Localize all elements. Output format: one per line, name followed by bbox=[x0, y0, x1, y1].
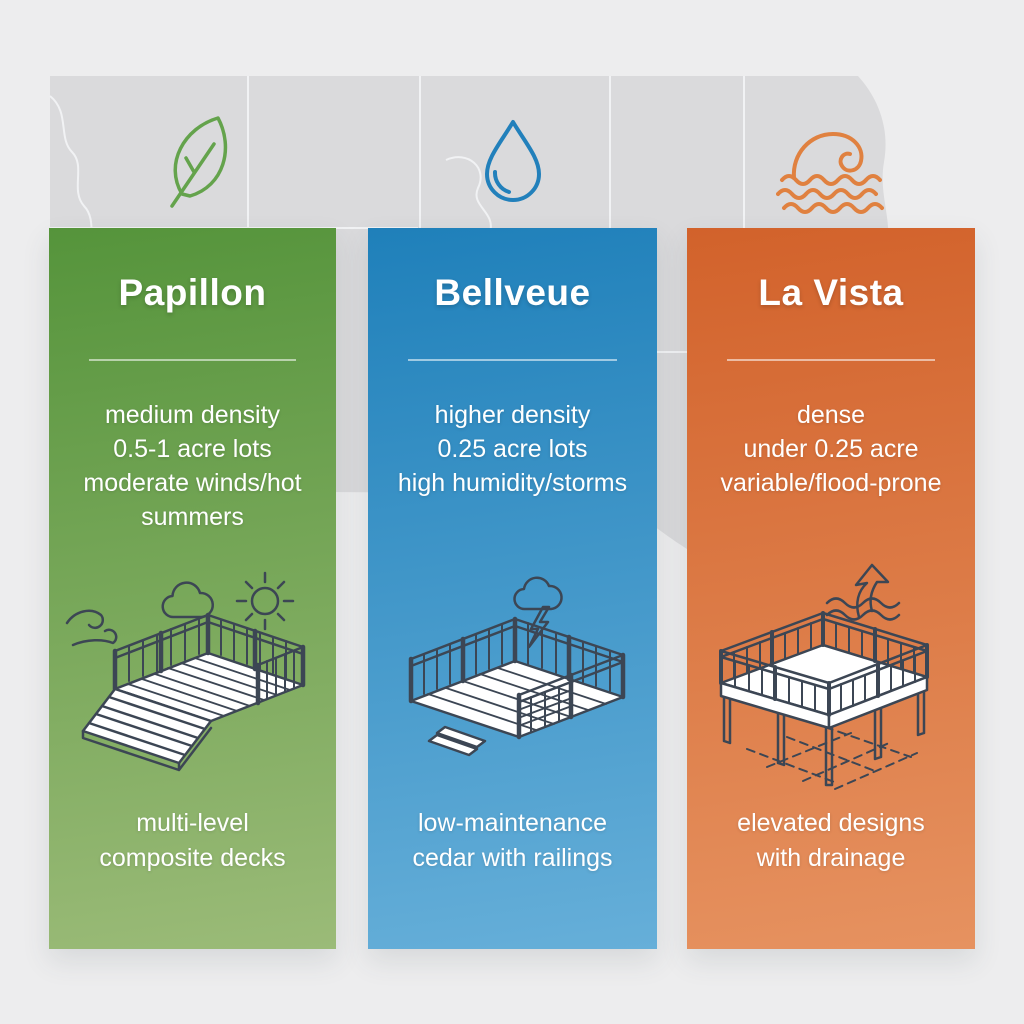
climate-line: higher density bbox=[434, 401, 591, 429]
climate-facts: medium density 0.5-1 acre lots moderate … bbox=[65, 398, 320, 534]
divider-line bbox=[727, 359, 935, 361]
climate-facts: dense under 0.25 acre variable/flood-pro… bbox=[703, 398, 959, 500]
support-posts bbox=[722, 686, 926, 787]
city-title: La Vista bbox=[758, 272, 904, 313]
city-title: Bellveue bbox=[434, 272, 591, 313]
climate-line: high humidity/storms bbox=[397, 469, 628, 497]
deck-recommendation: elevated designs with drainage bbox=[697, 806, 965, 876]
deck-recommendation-line: multi-level bbox=[136, 809, 249, 837]
deck-illustration-multilevel bbox=[65, 571, 305, 772]
climate-line: 0.25 acre lots bbox=[437, 435, 588, 463]
deck-illustration-cedar-railings bbox=[408, 576, 625, 757]
city-card-bellveue: Bellveue higher density 0.25 acre lots h… bbox=[368, 228, 657, 949]
climate-line: variable/flood-prone bbox=[720, 469, 942, 497]
water-drop-icon bbox=[485, 120, 541, 202]
deck-recommendation: low-maintenance cedar with railings bbox=[378, 806, 647, 876]
climate-line: medium density bbox=[104, 401, 281, 429]
leaf-icon bbox=[170, 116, 228, 208]
cloud-icon bbox=[160, 581, 214, 619]
deck-recommendation-line: elevated designs bbox=[737, 809, 925, 837]
wave-icon bbox=[776, 132, 884, 214]
city-card-la-vista: La Vista dense under 0.25 acre variable/… bbox=[687, 228, 975, 949]
divider-line bbox=[408, 359, 617, 361]
climate-line: dense bbox=[796, 401, 866, 429]
deck-recommendation-line: cedar with railings bbox=[412, 844, 613, 872]
climate-line: moderate winds/hot summers bbox=[83, 469, 302, 531]
city-title: Papillon bbox=[118, 272, 267, 313]
climate-line: 0.5-1 acre lots bbox=[113, 435, 272, 463]
climate-line: under 0.25 acre bbox=[743, 435, 919, 463]
deck-recommendation-line: composite decks bbox=[99, 844, 286, 872]
wind-icon bbox=[65, 609, 117, 647]
city-card-papillon: Papillon medium density 0.5-1 acre lots … bbox=[49, 228, 336, 949]
storm-cloud-icon bbox=[512, 576, 563, 649]
deck-illustration-elevated bbox=[719, 563, 929, 790]
sun-icon bbox=[235, 571, 294, 631]
climate-facts: higher density 0.25 acre lots high humid… bbox=[384, 398, 641, 500]
deck-recommendation-line: with drainage bbox=[756, 844, 906, 872]
divider-line bbox=[89, 359, 296, 361]
deck-recommendation: multi-level composite decks bbox=[59, 806, 326, 876]
rising-water-arrow-icon bbox=[825, 563, 901, 621]
deck-recommendation-line: low-maintenance bbox=[418, 809, 607, 837]
